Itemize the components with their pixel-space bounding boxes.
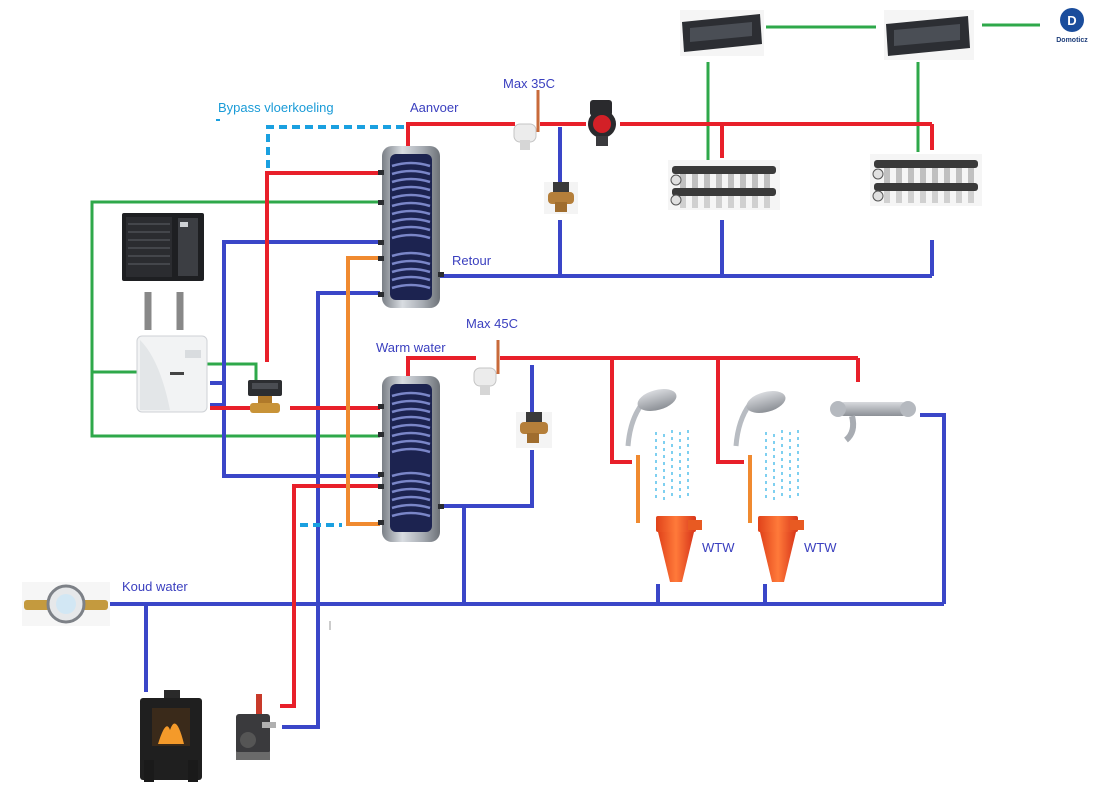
- water-meter-icon: [22, 582, 110, 626]
- bypass-lines: [266, 125, 408, 527]
- aanvoer-label: Aanvoer: [410, 100, 459, 115]
- zone-valve-icon: [248, 380, 282, 413]
- bypass-label: Bypass vloerkoeling: [218, 100, 334, 115]
- controller-icon: [680, 10, 764, 56]
- retour-label: Retour: [452, 253, 492, 268]
- thermostat-valve-icon: [513, 90, 540, 150]
- domoticz-logo-icon: D Domoticz: [1056, 8, 1088, 44]
- thermostat-valve-icon: [473, 340, 500, 395]
- warm-water-label: Warm water: [376, 340, 446, 355]
- heat-pump-indoor-icon: [136, 335, 208, 413]
- max35-label: Max 35C: [503, 76, 555, 91]
- floor-manifold-icon: [668, 160, 780, 210]
- heat-recovery-drain-icon: [656, 516, 702, 582]
- buffer-tank-icon: [378, 146, 444, 308]
- wood-stove-icon: [140, 690, 202, 782]
- wtw-label-1: WTW: [702, 540, 735, 555]
- max45-label: Max 45C: [466, 316, 518, 331]
- floor-manifold-icon: [870, 154, 982, 206]
- orange-pipes: [346, 256, 752, 526]
- signal-wiring: [90, 23, 1040, 438]
- koud-water-label: Koud water: [122, 579, 188, 594]
- heat-pump-outdoor-icon: [122, 213, 204, 281]
- bath-faucet-icon: [830, 401, 916, 443]
- controller-icon: [884, 10, 974, 60]
- heat-recovery-drain-icon: [758, 516, 804, 582]
- boiler-tank-icon: [378, 376, 444, 542]
- shower-head-icon: [733, 391, 786, 447]
- wtw-label-2: WTW: [804, 540, 837, 555]
- water-spray-icon: [655, 430, 799, 504]
- circulation-pump-icon: [588, 100, 616, 146]
- hot-pipes: [210, 122, 934, 708]
- mixing-valve-icon: [516, 412, 552, 448]
- stove-pump-group-icon: [236, 694, 276, 760]
- logo-letter: D: [1067, 13, 1076, 28]
- logo-text: Domoticz: [1056, 37, 1088, 44]
- mixing-valve-icon: [544, 182, 578, 214]
- shower-head-icon: [625, 389, 677, 447]
- refrigerant-lines: [144, 292, 184, 330]
- cold-pipes: [110, 127, 946, 729]
